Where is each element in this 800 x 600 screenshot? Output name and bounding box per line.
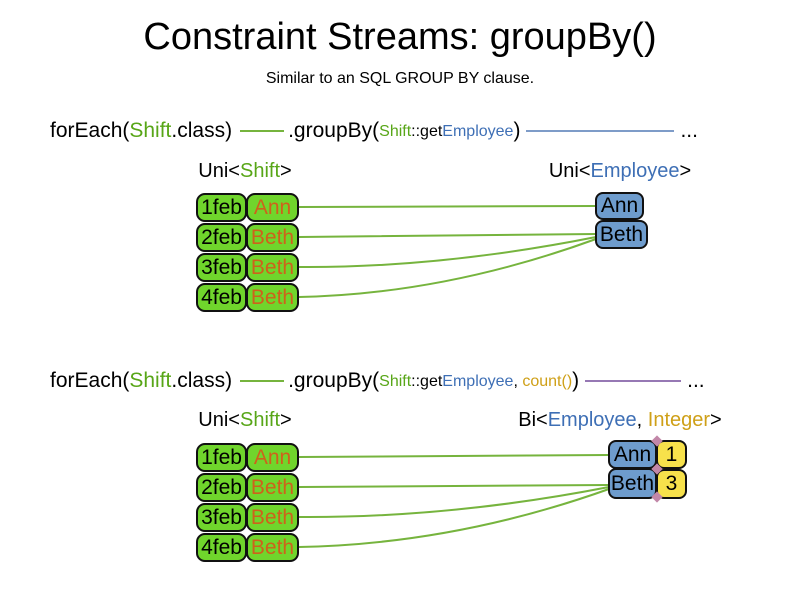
- uni-shift-label-pre: Uni<: [198, 409, 240, 431]
- page-title: Constraint Streams: groupBy(): [143, 16, 657, 58]
- code1-groupby-suffix: ): [513, 119, 521, 142]
- code2-groupby-prefix: .groupBy(: [288, 369, 380, 392]
- bi-label-pre: Bi<: [518, 409, 548, 431]
- uni-shift-label-pre: Uni<: [198, 160, 240, 182]
- uni-employee-label: Uni<Employee>: [520, 160, 720, 183]
- shift-date-cell: 2feb: [196, 223, 247, 252]
- link2-1feb-ann: [298, 454, 610, 458]
- uni-shift-label-post: >: [280, 409, 292, 431]
- code2-arg-shift: Shift: [379, 373, 412, 390]
- uni-employee-label-pre: Uni<: [548, 160, 591, 182]
- code1-foreach-suffix: .class): [171, 119, 233, 142]
- code2-arg-employee: Employee: [442, 373, 514, 390]
- group-count-box: 3: [656, 469, 687, 499]
- bi-label-post: >: [710, 409, 722, 431]
- shift-employee-cell: Beth: [246, 473, 299, 502]
- code2-ellipsis: ...: [687, 369, 705, 392]
- code1-groupby-prefix: .groupBy(: [288, 119, 380, 142]
- bi-label-employee: Employee: [547, 409, 637, 431]
- link-2feb-beth: [298, 233, 597, 238]
- shift-date-cell: 4feb: [196, 283, 247, 312]
- shift-employee-cell: Beth: [246, 503, 299, 532]
- code2-foreach-prefix: forEach(: [50, 369, 130, 392]
- group-employee-box: Beth: [595, 220, 648, 249]
- uni-shift-label-2: Uni<Shift>: [180, 409, 310, 432]
- shift-date-cell: 1feb: [196, 443, 247, 472]
- code2-arg-count: count(): [522, 373, 573, 390]
- group-count-box: 1: [656, 440, 687, 469]
- code2-arg-separator: ,: [513, 373, 523, 390]
- uni-shift-label: Uni<Shift>: [180, 160, 310, 183]
- subtitle: Similar to an SQL GROUP BY clause.: [265, 70, 535, 87]
- uni-employee-label-post: >: [679, 160, 692, 182]
- uni-shift-stream-line: [240, 130, 285, 132]
- shift-employee-cell: Ann: [246, 193, 299, 222]
- link2-2feb-beth: [298, 484, 610, 488]
- code-line-2: forEach(Shift.class) .groupBy(Shift::get…: [50, 368, 705, 394]
- uni-shift-stream-line: [240, 380, 285, 382]
- link2-4feb-beth: [298, 488, 610, 548]
- uni-employee-stream-line: [526, 130, 675, 132]
- code1-arg-shift: Shift: [379, 123, 412, 140]
- group-employee-box: Ann: [595, 192, 644, 220]
- code1-arg-employee: Employee: [442, 123, 514, 140]
- code1-ellipsis: ...: [680, 119, 698, 142]
- code1-arg-getter: ::get: [411, 123, 443, 140]
- uni-employee-label-type: Employee: [590, 160, 680, 182]
- uni-shift-label-post: >: [280, 160, 292, 182]
- code2-shift-class: Shift: [129, 369, 172, 392]
- shift-employee-cell: Ann: [246, 443, 299, 472]
- shift-date-cell: 1feb: [196, 193, 247, 222]
- group-employee-box: Ann: [608, 440, 657, 469]
- shift-employee-cell: Beth: [246, 223, 299, 252]
- code1-foreach-prefix: forEach(: [50, 119, 130, 142]
- bi-label-integer: Integer: [647, 409, 711, 431]
- link-1feb-ann: [298, 205, 597, 208]
- shift-employee-cell: Beth: [246, 533, 299, 562]
- bi-label-separator: ,: [636, 409, 648, 431]
- shift-date-cell: 3feb: [196, 503, 247, 532]
- group-employee-box: Beth: [608, 468, 657, 499]
- code2-groupby-suffix: ): [572, 369, 580, 392]
- link-4feb-beth: [298, 238, 597, 298]
- shift-date-cell: 4feb: [196, 533, 247, 562]
- shift-employee-cell: Beth: [246, 253, 299, 282]
- uni-shift-label-type: Shift: [239, 409, 281, 431]
- link-3feb-beth: [298, 236, 597, 269]
- shift-employee-cell: Beth: [246, 283, 299, 312]
- uni-shift-label-type: Shift: [239, 160, 281, 182]
- bi-stream-line: [585, 380, 682, 382]
- code2-arg-getter: ::get: [411, 373, 443, 390]
- shift-date-cell: 3feb: [196, 253, 247, 282]
- link2-3feb-beth: [298, 486, 610, 519]
- code2-foreach-suffix: .class): [171, 369, 233, 392]
- code-line-1: forEach(Shift.class) .groupBy(Shift::get…: [50, 118, 698, 144]
- code1-shift-class: Shift: [129, 119, 172, 142]
- bi-employee-integer-label: Bi<Employee, Integer>: [480, 409, 760, 432]
- shift-date-cell: 2feb: [196, 473, 247, 502]
